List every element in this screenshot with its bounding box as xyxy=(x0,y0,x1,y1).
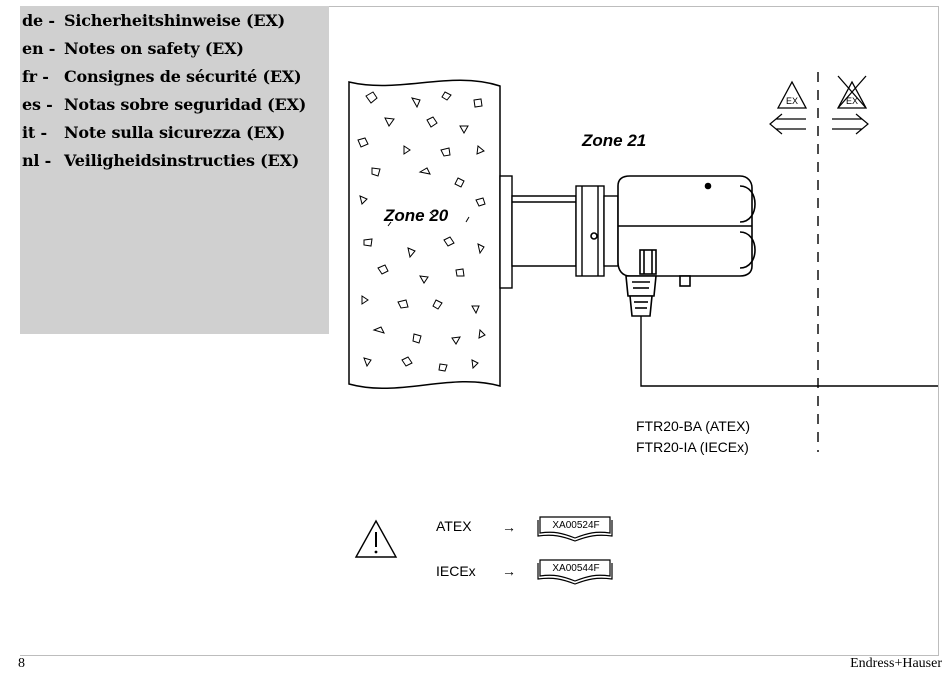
zone-20-label: Zone 20 xyxy=(383,206,449,225)
cert-atex-label: ATEX xyxy=(436,518,472,534)
ex-denied-label: EX xyxy=(846,96,858,106)
sensor-mount xyxy=(499,175,619,289)
language-title: Sicherheitshinweise (EX) xyxy=(64,10,285,30)
sensor-housing xyxy=(590,175,756,317)
language-item-it: it - Note sulla sicurezza (EX) xyxy=(22,118,306,146)
left-arrow-icon xyxy=(769,113,806,135)
language-code: de - xyxy=(22,10,55,30)
right-arrow-icon xyxy=(832,113,869,135)
language-title: Veiligheidsinstructies (EX) xyxy=(64,150,300,170)
cert-atex-doc: XA00524F xyxy=(552,520,599,531)
language-title: Notas sobre seguridad (EX) xyxy=(64,94,307,114)
ex-allowed-label: EX xyxy=(786,96,798,106)
language-code: nl - xyxy=(22,150,52,170)
cert-iecex-doc: XA00544F xyxy=(552,563,599,574)
cert-iecex-arrow: → xyxy=(502,563,516,579)
device-atex-label: FTR20-BA (ATEX) xyxy=(636,418,750,434)
language-code: fr - xyxy=(22,66,49,86)
language-item-fr: fr - Consignes de sécurité (EX) xyxy=(22,62,306,90)
device-iecex-label: FTR20-IA (IECEx) xyxy=(636,439,749,455)
page-frame xyxy=(20,6,939,656)
concrete-texture xyxy=(357,91,486,372)
language-title: Note sulla sicurezza (EX) xyxy=(64,122,286,142)
concrete-wall xyxy=(348,79,501,390)
language-code: en - xyxy=(22,38,56,58)
ex-denied-icon: EX xyxy=(836,75,868,109)
ex-allowed-icon: EX xyxy=(776,80,808,109)
zone-21-label: Zone 21 xyxy=(581,131,646,150)
document-book-icon: XA00544F xyxy=(537,559,613,585)
page-number: 8 xyxy=(18,656,25,671)
language-code: it - xyxy=(22,122,47,142)
language-panel xyxy=(20,6,329,334)
language-item-en: en - Notes on safety (EX) xyxy=(22,34,306,62)
cert-atex-arrow: → xyxy=(502,519,516,535)
language-item-es: es - Notas sobre seguridad (EX) xyxy=(22,90,306,118)
language-title: Notes on safety (EX) xyxy=(64,38,244,58)
language-item-nl: nl - Veiligheidsinstructies (EX) xyxy=(22,146,306,174)
cert-iecex-label: IECEx xyxy=(436,563,476,579)
language-title: Consignes de sécurité (EX) xyxy=(64,66,302,86)
cable xyxy=(640,316,938,387)
language-list: de - Sicherheitshinweise (EX) en - Notes… xyxy=(22,6,306,174)
language-code: es - xyxy=(22,94,53,114)
document-book-icon: XA00524F xyxy=(537,516,613,542)
language-item-de: de - Sicherheitshinweise (EX) xyxy=(22,6,306,34)
brand-name: Endress+Hauser xyxy=(850,656,942,671)
warning-icon xyxy=(354,519,398,558)
